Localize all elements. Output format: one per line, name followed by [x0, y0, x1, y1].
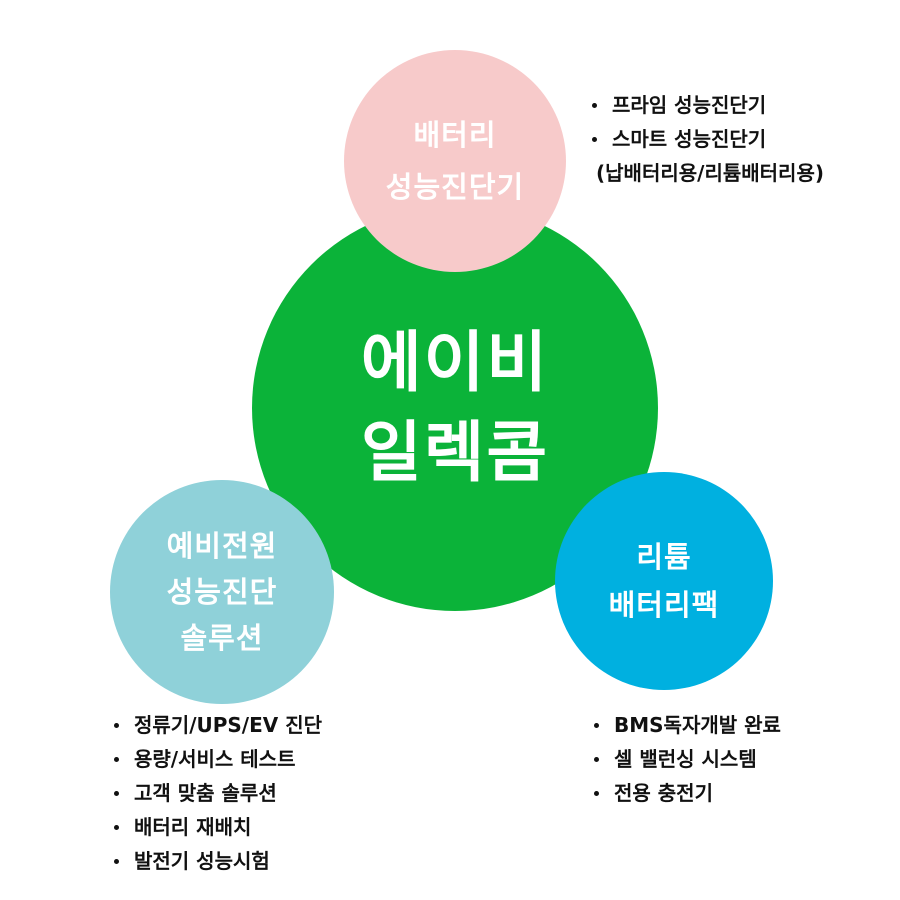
list-item: 고객 맞춤 솔루션 [108, 776, 322, 810]
bullet-text: 정류기/UPS/EV 진단 [134, 713, 323, 737]
list-item: 전용 충전기 [588, 776, 781, 810]
bullet-dot-icon [592, 103, 597, 108]
left-label-line-2: 성능진단 [166, 575, 278, 609]
bullet-text: 발전기 성능시험 [134, 849, 270, 873]
top-label-line-1: 배터리 [413, 118, 497, 152]
bullet-text: 셀 밸런싱 시스템 [614, 747, 757, 771]
bullet-dot-icon [114, 791, 119, 796]
list-item: 셀 밸런싱 시스템 [588, 742, 781, 776]
list-item: 정류기/UPS/EV 진단 [108, 708, 322, 742]
lithium-battery-pack-circle: 리튬 배터리팩 [555, 472, 773, 690]
bullet-text: 배터리 재배치 [134, 815, 252, 839]
left-label-line-1: 예비전원 [166, 529, 278, 563]
right-label-line-2: 배터리팩 [608, 588, 720, 622]
bullet-text: 프라임 성능진단기 [612, 93, 767, 117]
list-item: 발전기 성능시험 [108, 844, 322, 878]
bullet-dot-icon [114, 859, 119, 864]
center-label-line-1: 에이비 [360, 324, 550, 401]
bullet-continuation-text: (납배터리용/리튬배터리용) [596, 161, 824, 185]
battery-diagnostic-circle: 배터리 성능진단기 [344, 50, 566, 272]
bullet-text: 용량/서비스 테스트 [134, 747, 296, 771]
backup-power-solution-circle: 예비전원 성능진단 솔루션 [110, 480, 334, 704]
list-item: 프라임 성능진단기 [586, 88, 824, 122]
bullet-dot-icon [114, 723, 119, 728]
left-label-line-3: 솔루션 [180, 621, 264, 655]
lithium-pack-bullet-list: BMS독자개발 완료 셀 밸런싱 시스템 전용 충전기 [588, 708, 781, 810]
bullet-dot-icon [594, 791, 599, 796]
list-item-continuation: (납배터리용/리튬배터리용) [586, 156, 824, 190]
right-label-line-1: 리튬 [636, 540, 692, 574]
center-label-line-2: 일렉콤 [360, 414, 550, 491]
list-item: 배터리 재배치 [108, 810, 322, 844]
list-item: BMS독자개발 완료 [588, 708, 781, 742]
list-item: 스마트 성능진단기 [586, 122, 824, 156]
bullet-text: 고객 맞춤 솔루션 [134, 781, 277, 805]
bullet-text: 전용 충전기 [614, 781, 713, 805]
top-label-line-2: 성능진단기 [385, 170, 525, 204]
list-item: 용량/서비스 테스트 [108, 742, 322, 776]
bullet-text: BMS독자개발 완료 [614, 713, 781, 737]
backup-power-bullet-list: 정류기/UPS/EV 진단 용량/서비스 테스트 고객 맞춤 솔루션 배터리 재… [108, 708, 322, 878]
bullet-dot-icon [592, 137, 597, 142]
bullet-dot-icon [594, 757, 599, 762]
bullet-dot-icon [114, 825, 119, 830]
battery-diagnostic-bullet-list: 프라임 성능진단기 스마트 성능진단기 (납배터리용/리튬배터리용) [586, 88, 824, 190]
bullet-dot-icon [114, 757, 119, 762]
bullet-text: 스마트 성능진단기 [612, 127, 767, 151]
bullet-dot-icon [594, 723, 599, 728]
